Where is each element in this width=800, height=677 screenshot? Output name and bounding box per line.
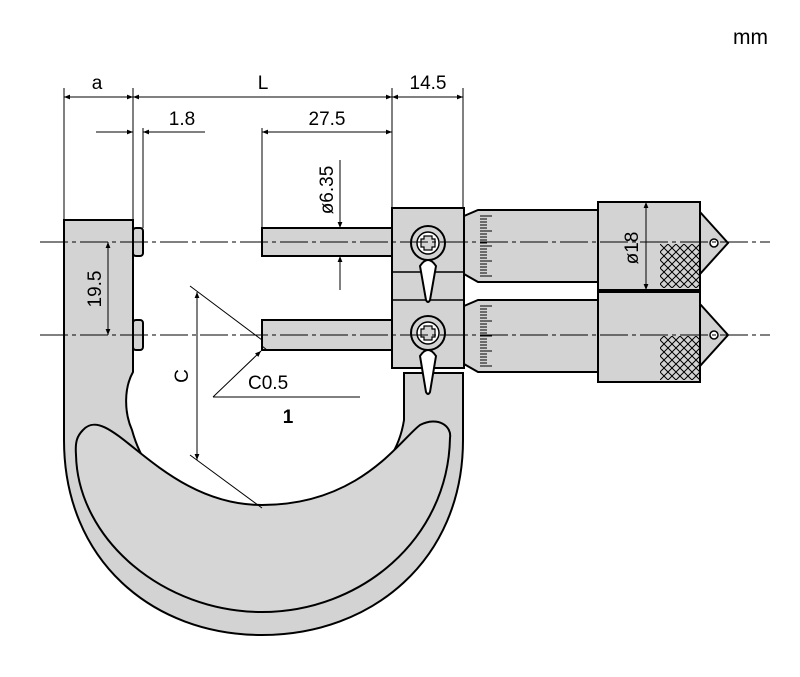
dim-a-label: a bbox=[92, 73, 103, 94]
dim-27-5-label: 27.5 bbox=[309, 109, 346, 130]
lower-lock-lever-icon bbox=[418, 349, 438, 395]
lower-thimble bbox=[463, 291, 730, 383]
upper-lock-screw bbox=[410, 225, 446, 261]
upper-thimble bbox=[463, 201, 730, 291]
dim-19-5-label: 19.5 bbox=[85, 271, 106, 308]
callout-1-label: 1 bbox=[283, 407, 294, 428]
dim-18-label: ø18 bbox=[622, 232, 643, 265]
dim-6-35-label: ø6.35 bbox=[317, 166, 338, 215]
lower-lock-screw bbox=[410, 315, 446, 351]
micrometer-frame bbox=[63, 219, 464, 637]
dim-C0-5-label: C0.5 bbox=[248, 373, 288, 394]
dim-L-label: L bbox=[258, 73, 269, 94]
units-label: mm bbox=[733, 26, 768, 49]
dim-C-label: C bbox=[172, 369, 193, 383]
dim-1-8-label: 1.8 bbox=[169, 109, 195, 130]
dim-14-5-label: 14.5 bbox=[410, 73, 447, 94]
upper-lock-lever-icon bbox=[418, 259, 438, 303]
